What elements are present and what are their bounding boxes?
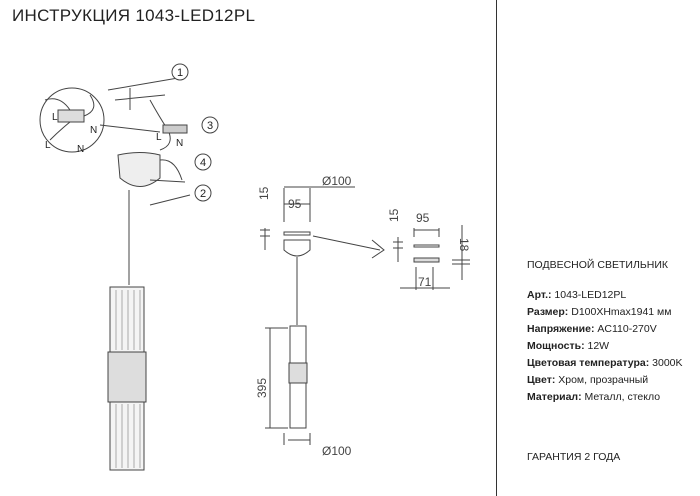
svg-text:L: L — [52, 112, 58, 123]
dim-canopy-h: 15 — [257, 186, 271, 200]
spec-row: Арт.: 1043-LED12PL — [527, 289, 627, 301]
dim-shade-h: 395 — [255, 378, 269, 398]
product-type: ПОДВЕСНОЙ СВЕТИЛЬНИК — [527, 259, 668, 271]
dim-bracket-h: 18 — [457, 238, 471, 252]
spec-row: Цветовая температура: 3000K — [527, 357, 683, 369]
spec-row: Цвет: Хром, прозрачный — [527, 374, 649, 386]
svg-text:L: L — [156, 132, 162, 143]
dim-canopy-inner: 95 — [288, 197, 302, 211]
svg-text:N: N — [176, 138, 183, 149]
svg-text:2: 2 — [200, 188, 206, 200]
dim-d-top: Ø100 — [322, 174, 352, 188]
dim-plate-w: 95 — [416, 211, 430, 225]
specifications: ПОДВЕСНОЙ СВЕТИЛЬНИК Арт.: 1043-LED12PL … — [527, 257, 683, 406]
dim-bracket-w: 71 — [418, 275, 432, 289]
svg-text:L: L — [45, 140, 51, 151]
dim-d-bottom: Ø100 — [322, 444, 352, 458]
spec-row: Материал: Металл, стекло — [527, 391, 661, 403]
page-title: ИНСТРУКЦИЯ 1043-LED12PL — [12, 6, 256, 25]
svg-text:N: N — [77, 144, 84, 155]
dim-plate-h: 15 — [387, 208, 401, 222]
callout-4: 4 — [194, 153, 212, 171]
svg-text:N: N — [90, 125, 97, 136]
callout-1: 1 — [171, 63, 189, 81]
svg-text:1: 1 — [177, 67, 183, 79]
spec-row: Размер: D100XHmax1941 мм — [527, 306, 672, 318]
assembly-diagram — [39, 77, 191, 471]
spec-row: Напряжение: AC110-270V — [527, 323, 657, 335]
svg-text:3: 3 — [207, 120, 213, 132]
callout-2: 2 — [194, 184, 212, 202]
spec-row: Мощность: 12W — [527, 340, 610, 352]
callout-3: 3 — [201, 116, 219, 134]
svg-text:4: 4 — [200, 157, 206, 169]
divider — [496, 0, 497, 496]
warranty: ГАРАНТИЯ 2 ГОДА — [527, 451, 621, 463]
dimension-drawing — [260, 186, 470, 445]
